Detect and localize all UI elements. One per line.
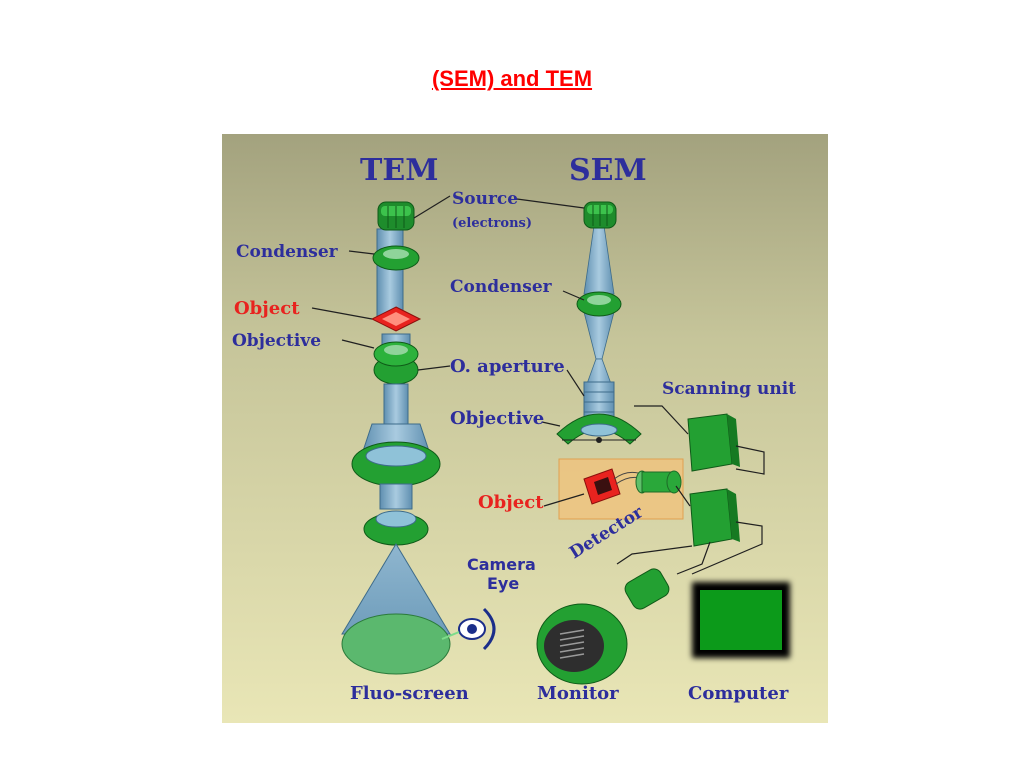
tem-sem-diagram: TEM SEM Source (electrons) Condenser Obj… [222, 134, 828, 723]
tem-object-label: Object [234, 298, 300, 319]
sem-leader-lines [516, 198, 585, 507]
amplifier-box [689, 488, 740, 547]
computer-device [692, 582, 790, 658]
tem-leader-lines [311, 195, 451, 371]
tem-condenser-label: Condenser [236, 242, 339, 262]
scanning-unit-label: Scanning unit [662, 379, 796, 399]
sem-object-label: Object [478, 492, 544, 513]
tem-projector-lens [363, 510, 429, 546]
tem-column [341, 201, 496, 675]
tem-heading: TEM [360, 153, 438, 188]
sem-condenser-label: Condenser [450, 277, 553, 297]
sem-condenser-lens [576, 291, 622, 317]
eye-icon [441, 607, 496, 651]
source-label: Source [452, 189, 518, 209]
sem-source-gun [583, 201, 617, 229]
o-aperture-label: O. aperture [450, 356, 565, 377]
tem-intermediate-lens [351, 423, 441, 487]
tem-fluo-screen [341, 613, 451, 675]
slide-title: (SEM) and TEM [431, 66, 593, 91]
detector-device [635, 470, 682, 494]
sem-column [536, 201, 790, 685]
tem-source-gun [377, 201, 415, 231]
computer-label: Computer [688, 683, 789, 704]
wires [616, 405, 765, 575]
tem-objective-lens [373, 333, 419, 385]
eye-label: Eye [487, 574, 519, 593]
sem-objective-lens [556, 381, 642, 445]
monitor-device [536, 568, 670, 685]
monitor-label: Monitor [537, 683, 619, 704]
camera-label: Camera [467, 555, 536, 574]
tem-condenser-lens [372, 245, 420, 271]
sem-objective-label: Objective [450, 408, 544, 429]
tem-objective-label: Objective [232, 331, 321, 351]
scanning-unit-box [687, 413, 740, 472]
source-sub-label: (electrons) [452, 216, 532, 231]
fluo-screen-label: Fluo-screen [350, 683, 469, 704]
sem-heading: SEM [569, 153, 647, 188]
